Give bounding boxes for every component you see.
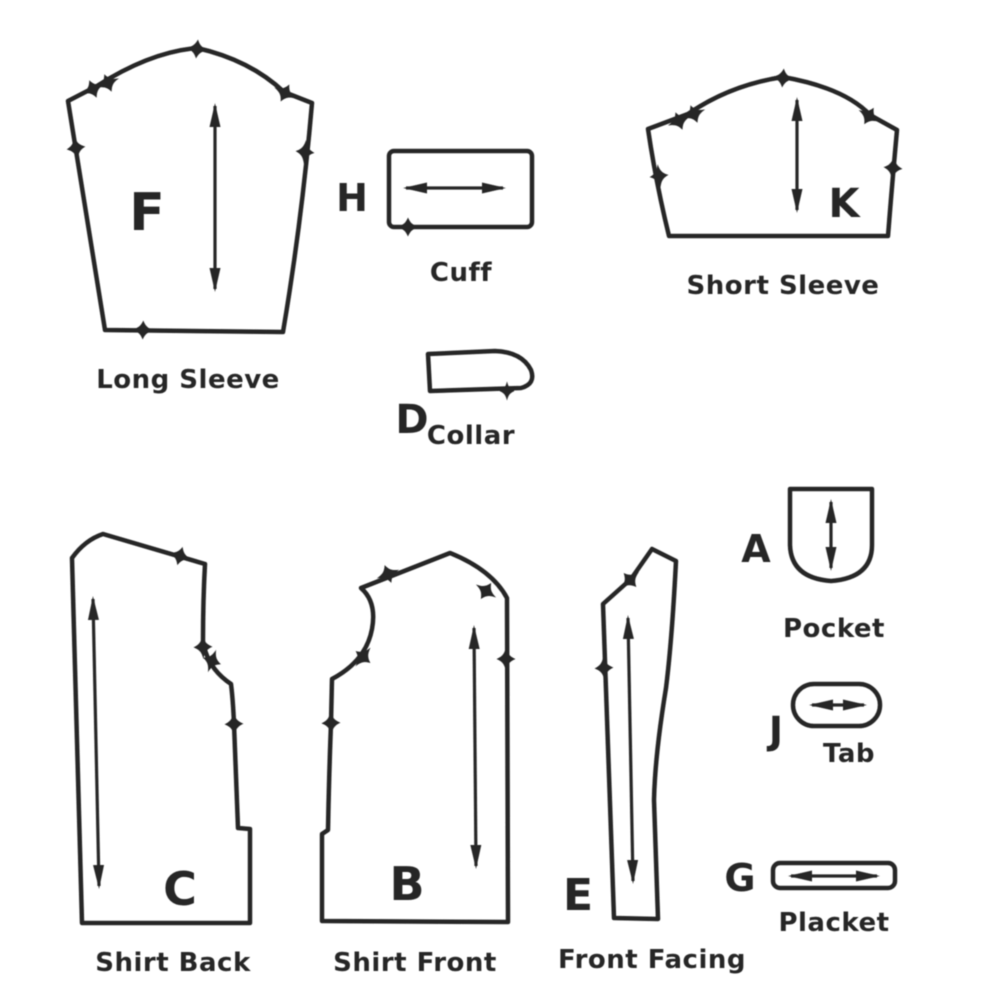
- cuff-outline: [386, 148, 535, 230]
- piece-caption: Long Sleeve: [96, 365, 280, 395]
- placket-outline: [770, 860, 898, 891]
- notch-icon: [593, 655, 615, 681]
- piece-collar: D Collar: [395, 348, 535, 451]
- piece-caption: Front Facing: [558, 945, 746, 975]
- piece-caption: Placket: [778, 908, 889, 938]
- piece-letter: K: [829, 181, 862, 227]
- piece-caption: Pocket: [783, 614, 885, 644]
- piece-long-sleeve: F Long Sleeve: [64, 38, 316, 395]
- notch-icon: [321, 710, 341, 736]
- notch-icon: [130, 320, 156, 340]
- piece-letter: G: [724, 856, 755, 900]
- shirt-front-outline: [319, 550, 511, 925]
- piece-cuff: H Cuff: [336, 148, 535, 288]
- piece-shirt-back: C Shirt Back: [69, 531, 253, 978]
- piece-letter: D: [395, 397, 428, 443]
- piece-caption: Tab: [823, 739, 875, 769]
- piece-letter: J: [766, 709, 783, 753]
- piece-caption: Short Sleeve: [687, 271, 880, 301]
- notch-icon: [882, 155, 904, 181]
- piece-caption: Cuff: [430, 258, 492, 288]
- long-sleeve-outline: [65, 45, 315, 335]
- notch-icon: [499, 381, 515, 401]
- piece-letter: H: [336, 176, 368, 220]
- notch-icon: [348, 641, 378, 673]
- grainline-arrow-icon: [87, 596, 105, 889]
- piece-letter: C: [163, 862, 197, 916]
- notch-icon: [193, 634, 213, 660]
- piece-shirt-front: B Shirt Front: [319, 550, 516, 978]
- piece-pocket: A Pocket: [741, 486, 885, 644]
- piece-letter: B: [389, 857, 424, 911]
- pocket-outline: [787, 486, 875, 584]
- notch-icon: [396, 217, 420, 237]
- tab-outline: [790, 681, 883, 729]
- piece-caption: Shirt Front: [333, 948, 497, 978]
- piece-short-sleeve: K Short Sleeve: [645, 67, 904, 301]
- short-sleeve-outline: [645, 74, 900, 239]
- shirt-back-outline: [69, 531, 253, 926]
- notch-icon: [496, 647, 516, 671]
- piece-placket: G Placket: [724, 856, 898, 938]
- piece-front-facing: E Front Facing: [558, 546, 746, 975]
- piece-caption: Shirt Back: [95, 948, 251, 978]
- collar-outline: [425, 348, 535, 394]
- piece-tab: J Tab: [766, 681, 883, 769]
- piece-letter: E: [563, 870, 593, 921]
- piece-caption: Collar: [427, 421, 515, 451]
- notch-icon: [770, 67, 796, 89]
- notch-icon: [294, 139, 316, 165]
- front-facing-outline: [600, 546, 679, 922]
- grainline-arrow-icon: [468, 625, 482, 869]
- piece-letter: A: [741, 527, 771, 571]
- grainline-arrow-icon: [622, 615, 639, 884]
- piece-letter: F: [129, 183, 165, 243]
- notch-icon: [224, 711, 244, 737]
